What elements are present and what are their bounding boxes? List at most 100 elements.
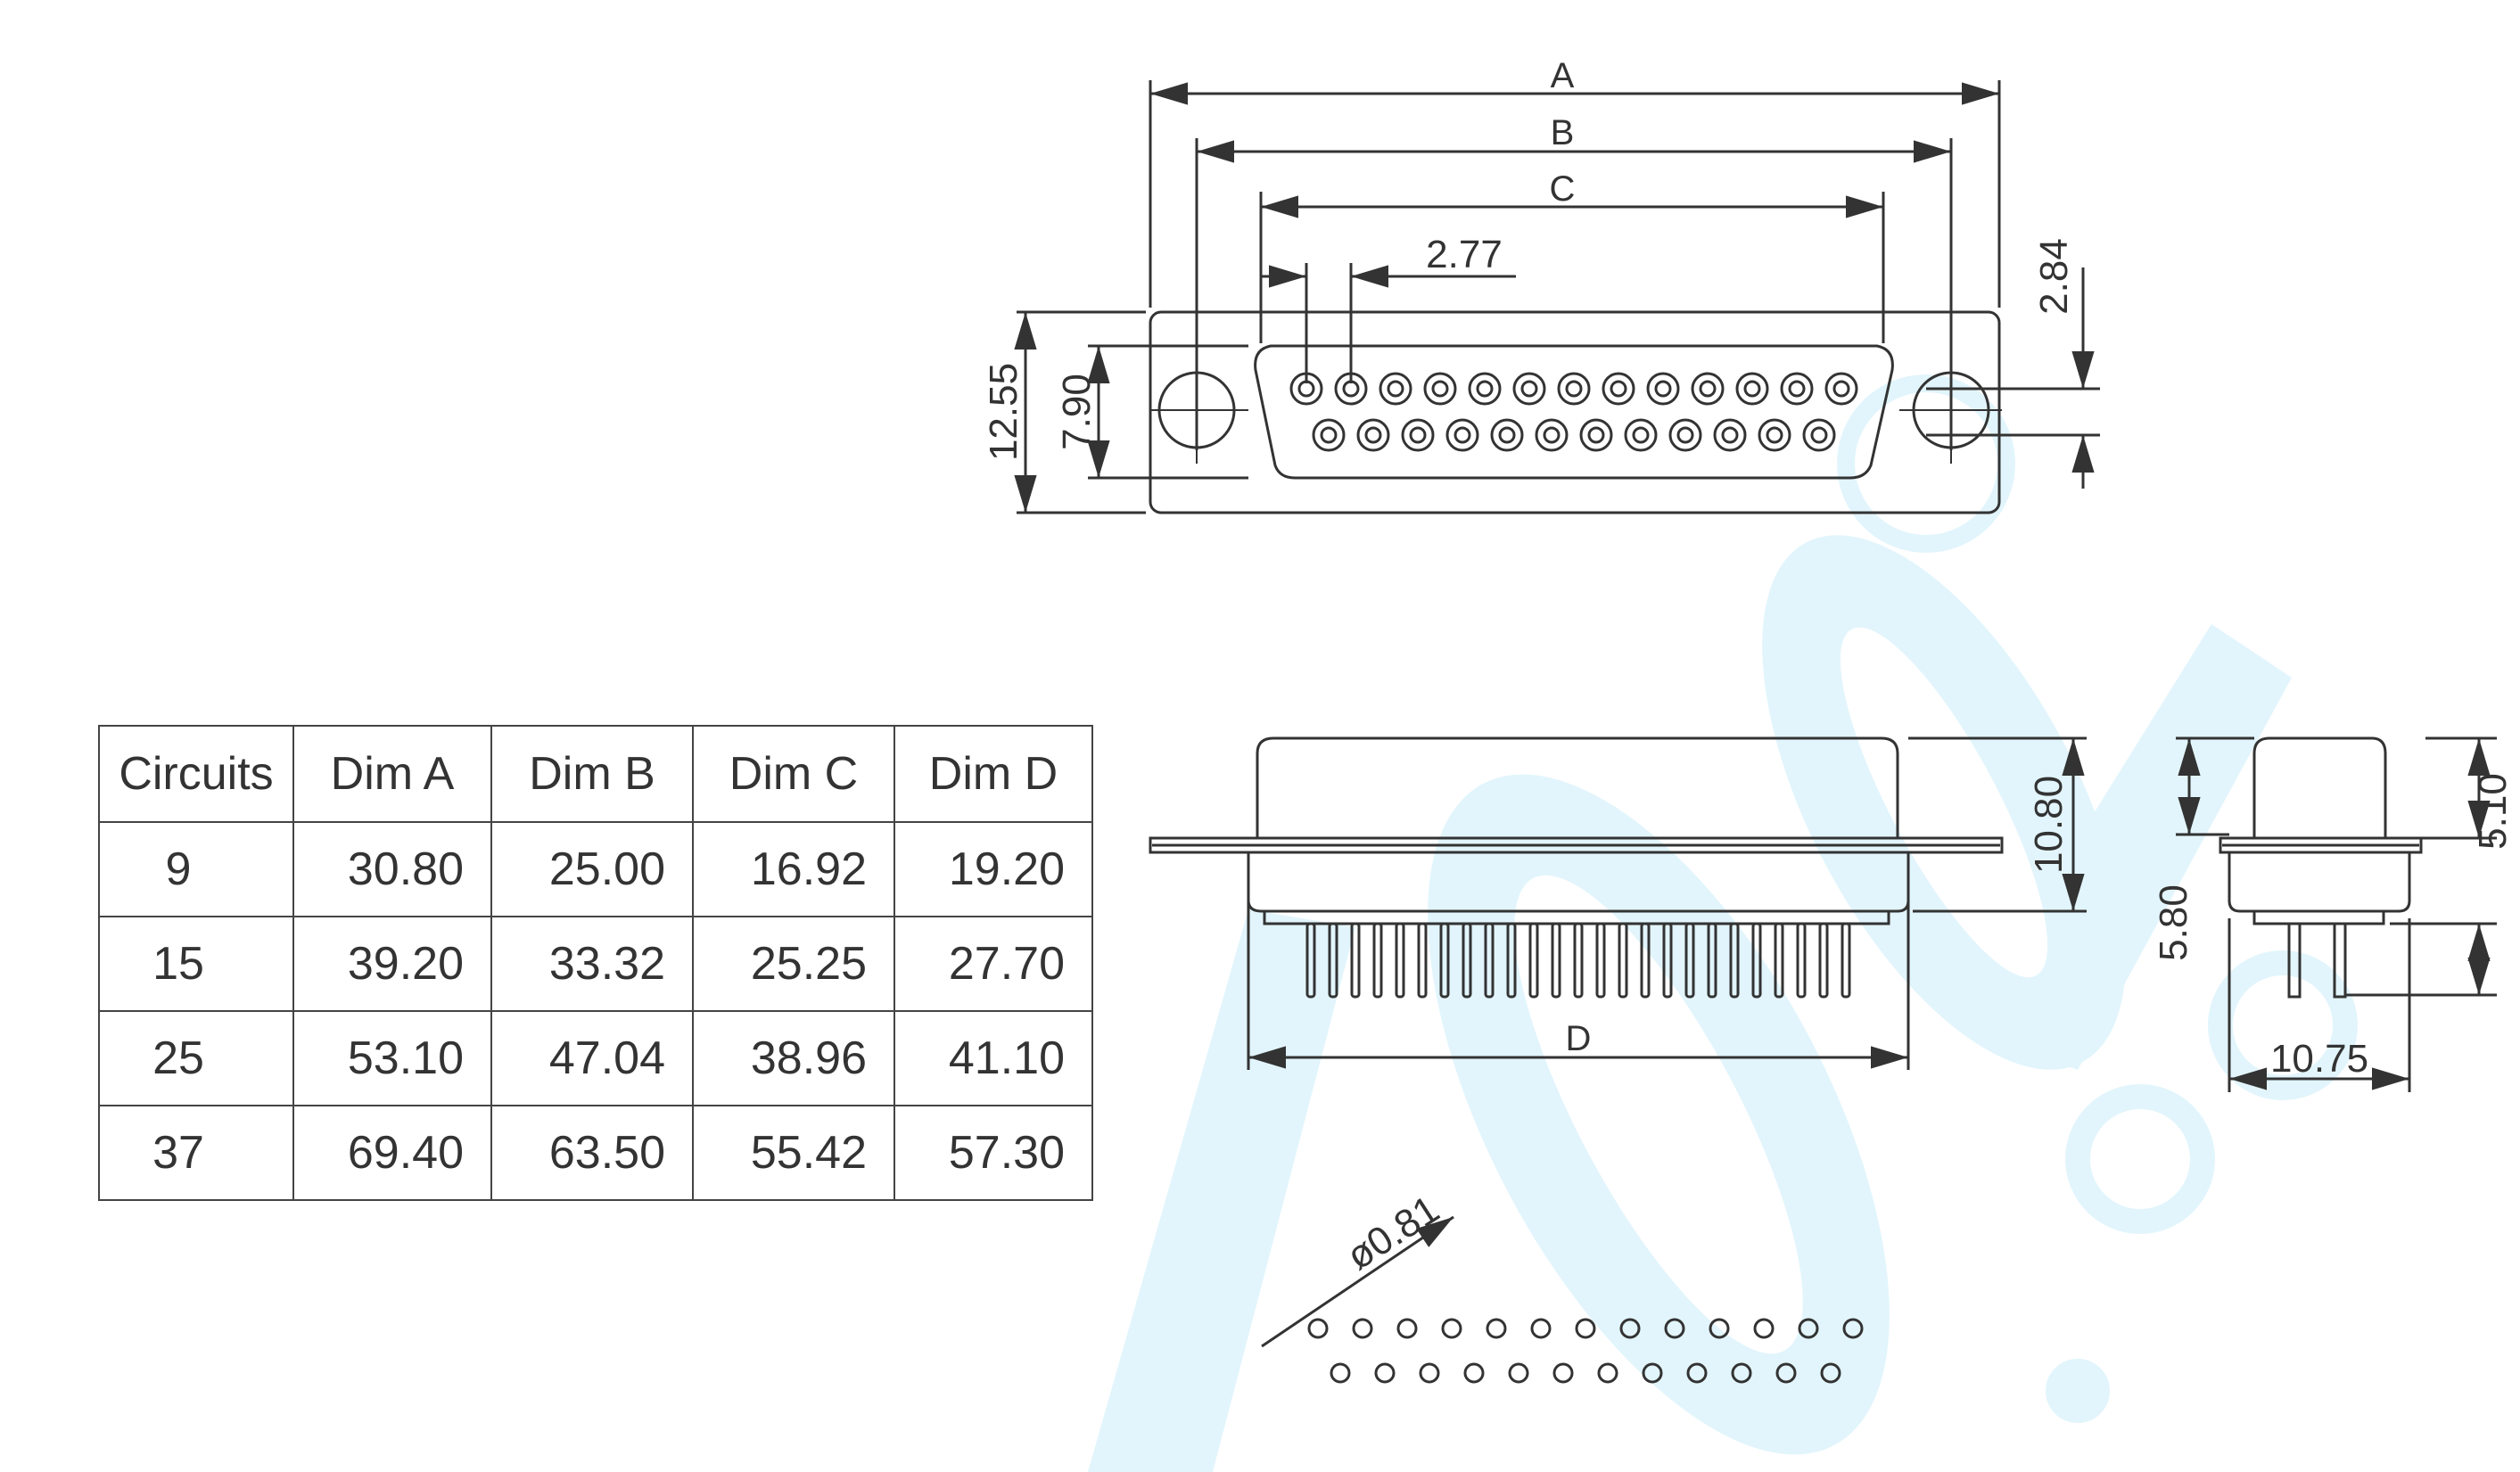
table-cell: 25 (98, 1010, 294, 1106)
pcb-pin (1395, 922, 1405, 999)
table-cell: 39.20 (292, 916, 492, 1012)
contact-pin (1535, 418, 1569, 452)
pcb-hole (1753, 1318, 1775, 1339)
contact-pin (1312, 418, 1346, 452)
contact-pin-inner (1654, 380, 1672, 398)
contact-pin-inner (1832, 380, 1850, 398)
contact-pin-inner (1454, 426, 1471, 444)
contact-pin-inner (1699, 380, 1717, 398)
dim-pitch: 2.77 (1426, 233, 1503, 276)
table-header-cell: Circuits (98, 725, 294, 823)
contact-pin (1401, 418, 1435, 452)
contact-pin (1579, 418, 1613, 452)
dim-c-label: C (1550, 169, 1576, 209)
table-row: 15 39.20 33.32 25.25 27.70 (98, 916, 1093, 1012)
end-flange (2219, 836, 2423, 854)
pcb-hole (1552, 1362, 1574, 1384)
pcb-pin (1372, 922, 1383, 999)
pcb-hole (1642, 1362, 1663, 1384)
side-pin-header (1263, 909, 1890, 925)
table-cell: 16.92 (692, 821, 895, 917)
dim-a-label: A (1551, 56, 1575, 95)
contact-pin-inner (1543, 426, 1561, 444)
table-cell: 30.80 (292, 821, 492, 917)
dim-side-height: 10.80 (2027, 776, 2071, 874)
side-flange (1149, 836, 2004, 854)
contact-pin (1735, 372, 1769, 406)
pcb-pin (1662, 922, 1673, 999)
table-row: 9 30.80 25.00 16.92 19.20 (98, 821, 1093, 917)
front-shell-flange (1149, 310, 2001, 514)
contact-pin-inner (1565, 380, 1583, 398)
table-cell: 55.42 (692, 1105, 895, 1201)
pcb-pin (1684, 922, 1695, 999)
table-header-cell: Dim C (692, 725, 895, 823)
contact-pin (1624, 418, 1658, 452)
dim-b-label: B (1551, 113, 1575, 152)
table-cell: 69.40 (292, 1105, 492, 1201)
pcb-pin (1774, 922, 1784, 999)
contact-pin (1356, 418, 1390, 452)
pcb-hole (1530, 1318, 1552, 1339)
end-body-bottom (2228, 852, 2411, 913)
contact-pin (1758, 418, 1791, 452)
pcb-pin (1595, 922, 1606, 999)
end-pin-left (2287, 922, 2302, 999)
pcb-hole (1842, 1318, 1864, 1339)
contact-pin-inner (1320, 426, 1338, 444)
pcb-pin (1328, 922, 1338, 999)
pcb-pin (1305, 922, 1316, 999)
table-cell: 57.30 (894, 1105, 1093, 1201)
table-cell: 53.10 (292, 1010, 492, 1106)
side-body-bottom (1247, 852, 1910, 913)
contact-pin (1423, 372, 1457, 406)
contact-pin-inner (1743, 380, 1761, 398)
contact-pin-inner (1498, 426, 1516, 444)
table-cell: 27.70 (894, 916, 1093, 1012)
contact-pin-inner (1676, 426, 1694, 444)
contact-pin-inner (1766, 426, 1783, 444)
table-cell: 19.20 (894, 821, 1093, 917)
contact-pin (1557, 372, 1591, 406)
pcb-pin (1729, 922, 1740, 999)
table-header-cell: Dim A (292, 725, 492, 823)
pcb-hole (1508, 1362, 1529, 1384)
pcb-pin (1462, 922, 1472, 999)
contact-pin-inner (1788, 380, 1806, 398)
contact-pin-inner (1364, 426, 1382, 444)
table-cell: 38.96 (692, 1010, 895, 1106)
pcb-pin (1350, 922, 1361, 999)
dim-end-bottom: 5.80 (2152, 884, 2195, 961)
table-cell: 63.50 (490, 1105, 694, 1201)
table-cell: 25.00 (490, 821, 694, 917)
contact-pin (1780, 372, 1814, 406)
contact-pin (1490, 418, 1524, 452)
dim-height-inner: 7.90 (1055, 374, 1099, 450)
contact-pin-inner (1297, 380, 1315, 398)
table-cell: 41.10 (894, 1010, 1093, 1106)
contact-pin (1691, 372, 1725, 406)
side-body-top (1256, 736, 1899, 838)
contact-pin (1824, 372, 1858, 406)
pcb-hole (1664, 1318, 1685, 1339)
contact-pin (1379, 372, 1412, 406)
pcb-hole (1597, 1362, 1618, 1384)
pcb-pin (1640, 922, 1651, 999)
table-header-cell: Dim D (894, 725, 1093, 823)
pcb-hole (1419, 1362, 1440, 1384)
pcb-pin (1818, 922, 1829, 999)
pcb-hole (1441, 1318, 1462, 1339)
pcb-hole (1820, 1362, 1841, 1384)
contact-pin (1713, 418, 1747, 452)
contact-pin-inner (1632, 426, 1650, 444)
table-cell: 47.04 (490, 1010, 694, 1106)
table-cell: 9 (98, 821, 294, 917)
table-header-cell: Dim B (490, 725, 694, 823)
pcb-pin (1551, 922, 1561, 999)
contact-pin (1602, 372, 1635, 406)
dim-height-outer: 12.55 (982, 363, 1025, 461)
pcb-hole (1686, 1362, 1708, 1384)
pcb-pin (1484, 922, 1495, 999)
